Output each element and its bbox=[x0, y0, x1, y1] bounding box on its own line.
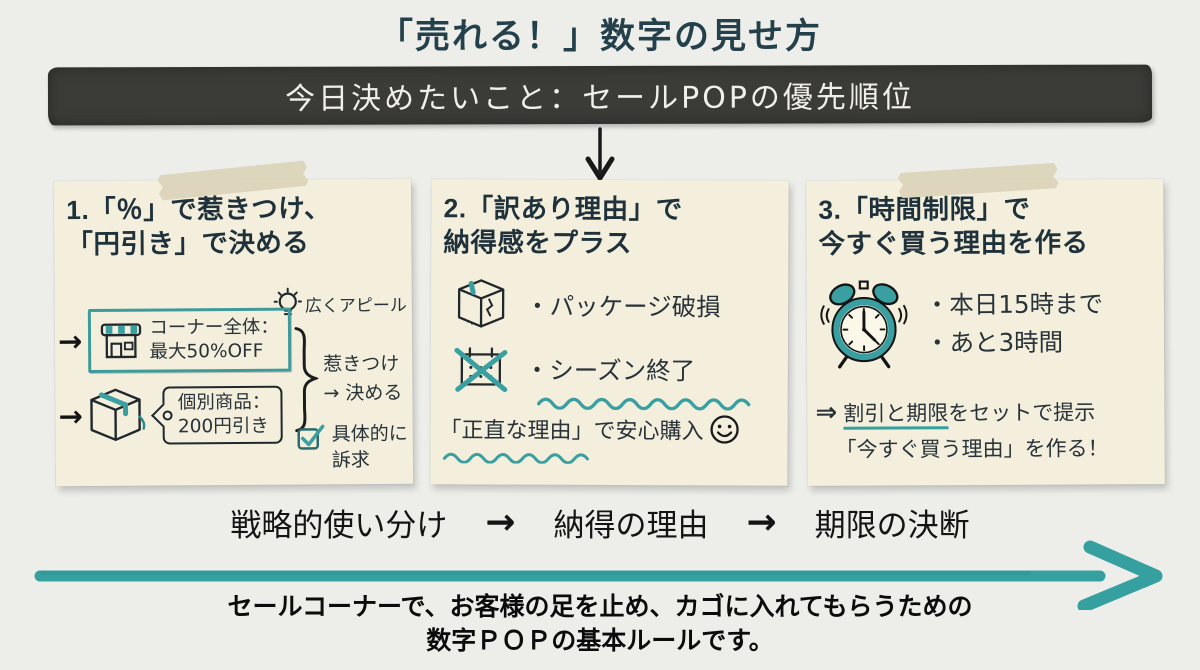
right-arrow-icon: → bbox=[746, 502, 777, 543]
deadline-bullets: ・本日15時まで ・あと3時間 bbox=[925, 285, 1104, 362]
lightbulb-icon bbox=[273, 287, 302, 320]
checkbox-icon bbox=[296, 422, 326, 452]
reason-bullet2: ・シーズン終了 bbox=[524, 355, 696, 385]
deadline-row: ・本日15時まで ・あと3時間 bbox=[817, 277, 1104, 370]
corner-line2: 最大50%OFF bbox=[149, 340, 264, 363]
right-arrow-icon: → bbox=[57, 324, 83, 359]
check-label2: 訴求 bbox=[331, 448, 370, 471]
card2-footer: 「正直な理由」で安心購入 bbox=[440, 412, 741, 445]
teal-flow-arrow-icon bbox=[28, 540, 1173, 610]
storefront-icon bbox=[100, 321, 142, 361]
card-percent-vs-yen: 1.「％」で惹きつけ、 「円引き」で決める 広くアピール → bbox=[53, 179, 414, 487]
card2-title-line1: 2.「訳あり理由」で bbox=[443, 193, 683, 225]
reason-row-season: ・シーズン終了 bbox=[453, 343, 721, 394]
caption: セールコーナーで、お客様の足を止め、カゴに入れてもらうための 数字ＰＯＰの基本ル… bbox=[0, 591, 1200, 659]
page-title: 「売れる！」数字の見せ方 bbox=[377, 17, 822, 56]
deadline-bullet1: ・本日15時まで bbox=[924, 289, 1104, 320]
tag-line2: 200円引き bbox=[177, 415, 269, 438]
corner-line1: コーナー全体： bbox=[149, 316, 279, 339]
flow-step3: 期限の決断 bbox=[814, 508, 970, 544]
card3-conclusion: ⇒ 割引と期限をセットで提示 bbox=[815, 396, 1096, 430]
tag-line1: 個別商品： bbox=[177, 391, 271, 414]
deadline-bullet2: ・あと3時間 bbox=[924, 327, 1064, 358]
card3-conclusion2: 「今すぐ買う理由」を作る！ bbox=[835, 436, 1109, 462]
cards-row: 1.「％」で惹きつけ、 「円引き」で決める 広くアピール → bbox=[53, 179, 1165, 487]
card1-title-line1: 1.「％」で惹きつけ、 bbox=[66, 193, 332, 226]
tag-text: 個別商品： 200円引き bbox=[178, 391, 271, 440]
double-arrow-icon: ⇒ bbox=[815, 397, 838, 428]
corner-callout-box: コーナー全体： 最大50%OFF bbox=[88, 307, 292, 374]
check-annotation: 具体的に 訴求 bbox=[296, 422, 408, 474]
wavy-underline-icon bbox=[536, 396, 761, 411]
price-tag-icon: 個別商品： 200円引き bbox=[162, 385, 283, 445]
flow-step1: 戦略的使い分け bbox=[230, 508, 448, 544]
brace-labels: 惹きつけ → 決める bbox=[323, 349, 402, 408]
conclusion-rest: をセットで提示 bbox=[948, 400, 1096, 426]
smiley-icon bbox=[709, 413, 741, 445]
flow-step2: 納得の理由 bbox=[553, 508, 709, 544]
reason-row-package: ・パッケージ破損 bbox=[453, 277, 721, 332]
item-row: → 個別商品： 200円引き bbox=[58, 385, 283, 446]
card-wake-ari-reason: 2.「訳あり理由」で 納得感をプラス ・パッケージ破損 bbox=[430, 179, 789, 486]
banner-text: 今日決めたいこと：セールPOPの優先順位 bbox=[285, 80, 915, 117]
box-icon bbox=[85, 387, 147, 445]
down-arrow-icon bbox=[581, 127, 619, 183]
brace-annotation: 惹きつけ → 決める bbox=[292, 325, 403, 434]
brace-label1: 惹きつけ bbox=[323, 352, 400, 375]
strategy-flow: 戦略的使い分け → 納得の理由 → 期限の決断 bbox=[0, 500, 1200, 545]
appeal-label: 広くアピール bbox=[304, 295, 407, 317]
corner-row: → コーナー全体： 最大50%OFF bbox=[57, 307, 292, 374]
curly-brace-icon bbox=[292, 325, 319, 433]
reason-list: ・パッケージ破損 ・シーズン終了 bbox=[453, 277, 721, 394]
footer-text: 「正直な理由」で安心購入 bbox=[439, 418, 704, 445]
card2-title-line2: 納得感をプラス bbox=[443, 227, 632, 259]
card3-title-line2: 今すぐ買う理由を作る bbox=[818, 227, 1089, 260]
banner-decide-today: 今日決めたいこと：セールPOPの優先順位 bbox=[47, 64, 1153, 126]
check-labels: 具体的に 訴求 bbox=[332, 422, 408, 474]
caption-line2: 数字ＰＯＰの基本ルールです。 bbox=[426, 626, 774, 655]
brace-label2: → 決める bbox=[323, 381, 403, 405]
alarm-clock-icon bbox=[817, 278, 911, 370]
check-label1: 具体的に bbox=[331, 422, 408, 446]
reason-bullet1: ・パッケージ破損 bbox=[525, 291, 721, 321]
wavy-underline-icon bbox=[442, 451, 598, 464]
corner-text: コーナー全体： 最大50%OFF bbox=[149, 316, 279, 365]
conclusion-underlined: 割引と期限 bbox=[843, 401, 949, 430]
right-arrow-icon: → bbox=[485, 502, 516, 543]
card-time-limit: 3.「時間制限」で 今すぐ買う理由を作る bbox=[806, 179, 1165, 486]
card1-title-line2: 「円引き」で決める bbox=[66, 227, 310, 260]
calendar-x-icon bbox=[453, 343, 509, 393]
damaged-box-icon bbox=[453, 277, 509, 331]
appeal-note: 広くアピール bbox=[273, 287, 407, 320]
right-arrow-icon: → bbox=[58, 399, 84, 434]
caption-line1: セールコーナーで、お客様の足を止め、カゴに入れてもらうための bbox=[227, 593, 973, 621]
card3-title-line1: 3.「時間制限」で bbox=[818, 193, 1031, 225]
